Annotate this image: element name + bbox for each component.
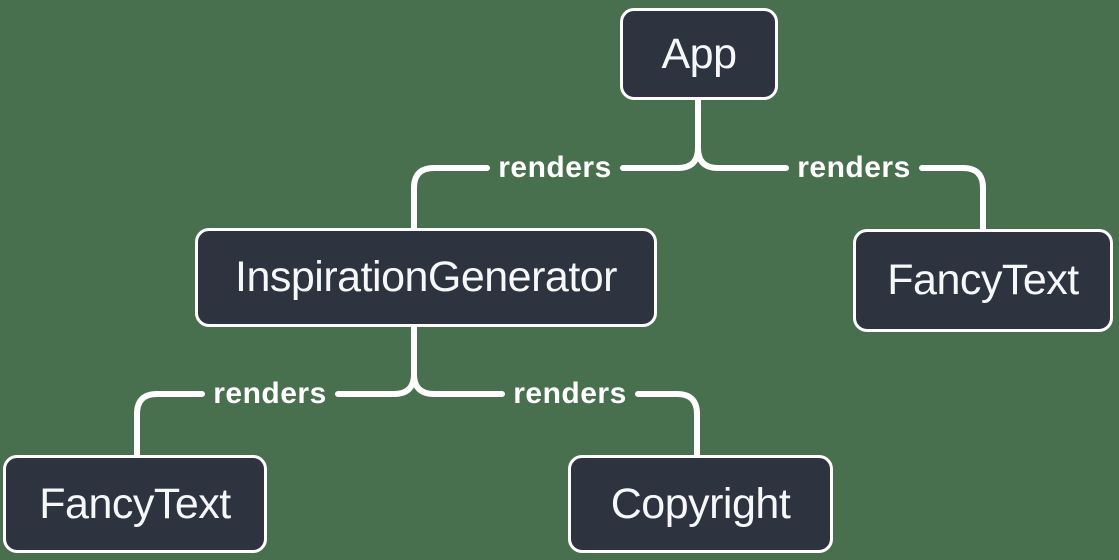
edge-label-app-to-inspiration-generator: renders [498,151,612,184]
edge-label-inspiration-generator-to-fancy-text: renders [213,377,327,410]
node-fancy-text-bottom-label: FancyText [39,479,231,528]
edge-inspiration-generator-to-copyright [411,323,700,460]
node-inspiration-generator: InspirationGenerator [195,228,657,327]
node-fancy-text-bottom: FancyText [3,455,267,553]
edge-label-inspiration-generator-to-copyright: renders [513,377,627,410]
node-app: App [620,8,778,100]
edge-label-app-to-fancy-text: renders [797,151,911,184]
node-fancy-text-top-label: FancyText [887,256,1079,304]
node-fancy-text-top: FancyText [853,229,1113,332]
edge-app-to-fancy-text-top [695,97,986,234]
node-copyright: Copyright [568,455,833,553]
node-copyright-label: Copyright [610,479,791,528]
node-app-label: App [661,29,737,78]
node-inspiration-generator-label: InspirationGenerator [235,253,618,301]
